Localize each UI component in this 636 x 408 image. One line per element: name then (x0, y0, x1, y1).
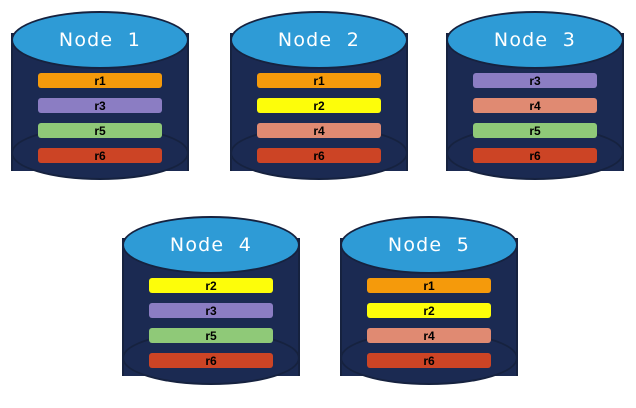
replica-item[interactable]: r2 (257, 98, 381, 113)
cylinder-top-ellipse (230, 11, 408, 69)
cylinder-top-ellipse (340, 216, 518, 274)
cylinder-top-ellipse (11, 11, 189, 69)
replica-item[interactable]: r6 (38, 148, 162, 163)
replica-item[interactable]: r3 (473, 73, 597, 88)
replica-item[interactable]: r2 (149, 278, 273, 293)
replica-item[interactable]: r4 (257, 123, 381, 138)
database-node-2[interactable]: Node 2 r1 r2 r4 r6 (230, 11, 408, 193)
replica-item[interactable]: r1 (38, 73, 162, 88)
replica-item[interactable]: r5 (149, 328, 273, 343)
replica-list: r3 r4 r5 r6 (473, 73, 597, 163)
replica-item[interactable]: r3 (38, 98, 162, 113)
database-node-5[interactable]: Node 5 r1 r2 r4 r6 (340, 216, 518, 398)
cylinder-top-ellipse (122, 216, 300, 274)
node-label: Node 4 (169, 234, 253, 256)
replica-item[interactable]: r5 (38, 123, 162, 138)
replica-item[interactable]: r4 (473, 98, 597, 113)
replica-item[interactable]: r5 (473, 123, 597, 138)
database-node-1[interactable]: Node 1 r1 r3 r5 r6 (11, 11, 189, 193)
node-label: Node 5 (387, 234, 471, 256)
replica-item[interactable]: r3 (149, 303, 273, 318)
replica-item[interactable]: r2 (367, 303, 491, 318)
replica-item[interactable]: r6 (149, 353, 273, 368)
replica-item[interactable]: r6 (257, 148, 381, 163)
replica-item[interactable]: r4 (367, 328, 491, 343)
cylinder-top-ellipse (446, 11, 624, 69)
node-label: Node 3 (493, 29, 577, 51)
replica-item[interactable]: r6 (367, 353, 491, 368)
replica-item[interactable]: r6 (473, 148, 597, 163)
replica-list: r1 r2 r4 r6 (257, 73, 381, 163)
replica-list: r1 r3 r5 r6 (38, 73, 162, 163)
replica-item[interactable]: r1 (367, 278, 491, 293)
node-label: Node 1 (58, 29, 142, 51)
replica-list: r1 r2 r4 r6 (367, 278, 491, 368)
database-node-3[interactable]: Node 3 r3 r4 r5 r6 (446, 11, 624, 193)
replica-list: r2 r3 r5 r6 (149, 278, 273, 368)
replica-item[interactable]: r1 (257, 73, 381, 88)
database-node-4[interactable]: Node 4 r2 r3 r5 r6 (122, 216, 300, 398)
node-label: Node 2 (277, 29, 361, 51)
